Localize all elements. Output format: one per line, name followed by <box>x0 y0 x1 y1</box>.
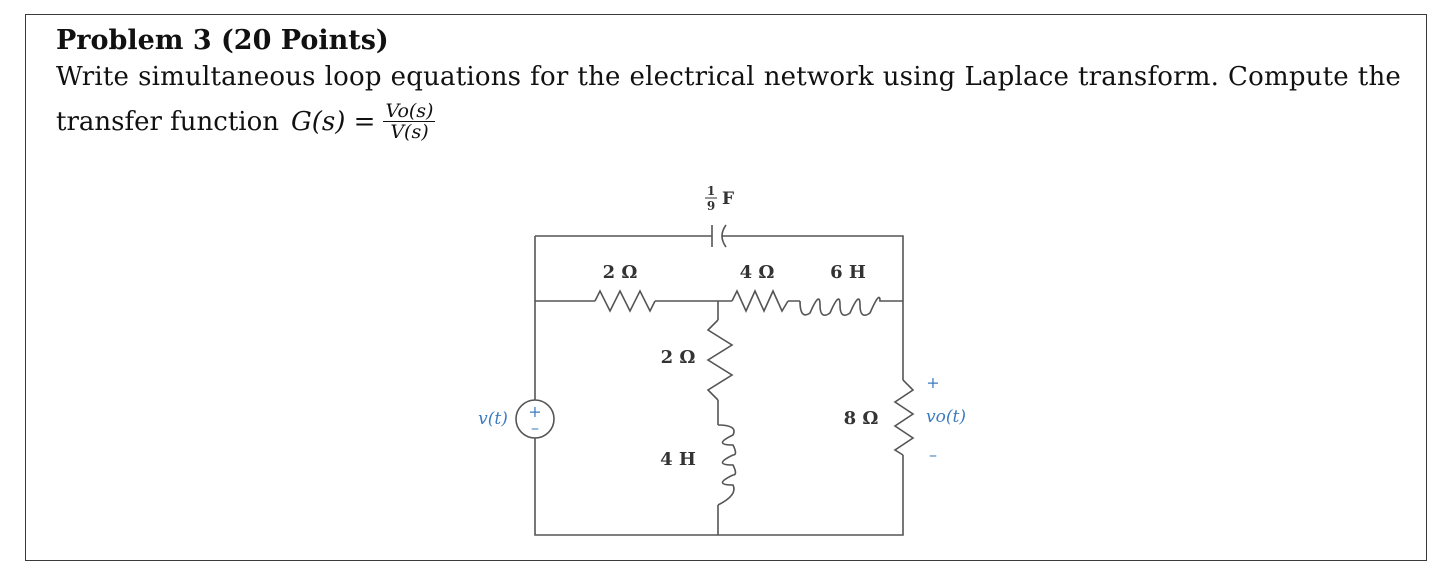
source-minus: – <box>531 418 539 437</box>
voltage-source <box>515 399 555 439</box>
resistor-top-left <box>594 289 656 313</box>
label-resistor-top-mid: 4 Ω <box>740 262 775 283</box>
output-plus: + <box>926 373 939 392</box>
problem-statement-line2: transfer function G(s) = Vo(s) V(s) <box>56 100 436 143</box>
capacitor-unit: F <box>722 189 734 209</box>
resistor-top-mid <box>731 289 789 313</box>
tf-denominator: V(s) <box>390 121 429 143</box>
capacitor-frac-num: 1 <box>707 184 715 198</box>
transfer-function-lhs: G(s) = <box>291 106 376 137</box>
problem-statement-line1: Write simultaneous loop equations for th… <box>56 62 1401 92</box>
resistor-middle <box>706 319 734 401</box>
transfer-function-fraction: Vo(s) V(s) <box>383 100 436 143</box>
source-plus: + <box>528 402 541 421</box>
tf-numerator: Vo(s) <box>383 100 436 122</box>
resistor-right <box>893 379 915 456</box>
capacitor-frac-den: 9 <box>707 199 715 213</box>
output-minus: – <box>929 445 937 464</box>
label-resistor-right: 8 Ω <box>844 408 879 429</box>
wire-left <box>534 236 904 536</box>
label-output: vo(t) <box>926 407 966 427</box>
capacitor-plate-2 <box>721 224 727 248</box>
problem-title: Problem 3 (20 Points) <box>56 25 389 56</box>
wire-top <box>535 235 904 301</box>
inductor-middle <box>717 424 737 506</box>
statement-text: transfer function <box>56 106 280 137</box>
label-resistor-top-left: 2 Ω <box>603 262 638 283</box>
label-inductor-middle: 4 H <box>660 449 696 470</box>
label-resistor-middle: 2 Ω <box>661 347 696 368</box>
inductor-top <box>799 296 903 316</box>
label-source: v(t) <box>478 409 508 429</box>
problem-box: Problem 3 (20 Points) Write simultaneous… <box>25 14 1427 561</box>
label-inductor-top: 6 H <box>830 262 866 283</box>
